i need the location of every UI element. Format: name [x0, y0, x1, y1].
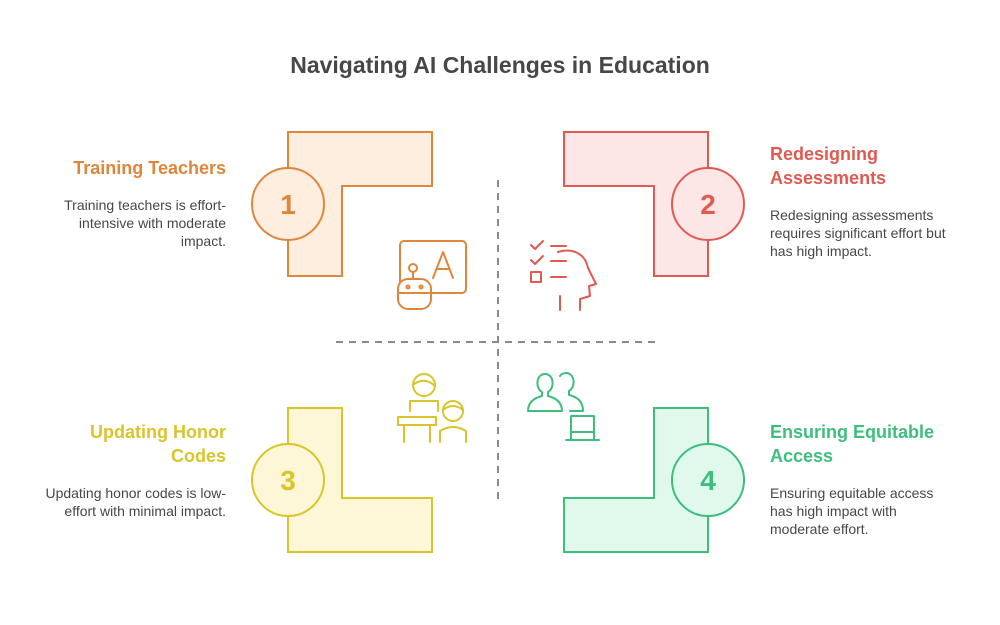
quadrant-3-circle [251, 443, 325, 517]
quadrant-1-number: 1 [280, 189, 296, 220]
quadrant-2-number: 2 [700, 189, 716, 220]
quadrant-4-shape [563, 407, 709, 553]
users-laptop-icon [527, 372, 600, 441]
quadrant-3-shape [287, 407, 433, 553]
quadrant-3-number: 3 [280, 465, 296, 496]
checklist-head-icon [530, 240, 597, 311]
quadrant-1: 1 [251, 131, 433, 277]
quadrant-2-shape [563, 131, 709, 277]
quadrant-4: 4 [563, 407, 745, 553]
quadrant-1-shape [287, 131, 433, 277]
quadrant-3: 3 [251, 407, 433, 553]
classroom-people-icon [397, 373, 467, 443]
quadrant-1-description: Training teachers is effort-intensive wi… [64, 197, 226, 249]
quadrant-2: 2 [563, 131, 745, 277]
teacher-board-robot-icon [397, 240, 467, 310]
quadrant-3-description: Updating honor codes is low-effort with … [45, 485, 226, 519]
diagram-title: Navigating AI Challenges in Education [290, 52, 710, 78]
quadrant-1-heading: Training Teachers [73, 158, 226, 178]
quadrant-1-circle [251, 167, 325, 241]
quadrant-4-number: 4 [700, 465, 716, 496]
quadrant-4-circle [671, 443, 745, 517]
quadrant-2-circle [671, 167, 745, 241]
quadrant-3-heading: Updating Honor Codes [90, 422, 226, 466]
quadrant-2-heading: Redesigning Assessments [770, 144, 887, 188]
quadrant-4-description: Ensuring equitable access has high impac… [770, 485, 934, 537]
quadrant-2-description: Redesigning assessments requires signifi… [770, 207, 946, 259]
quadrant-4-heading: Ensuring Equitable Access [770, 422, 935, 466]
